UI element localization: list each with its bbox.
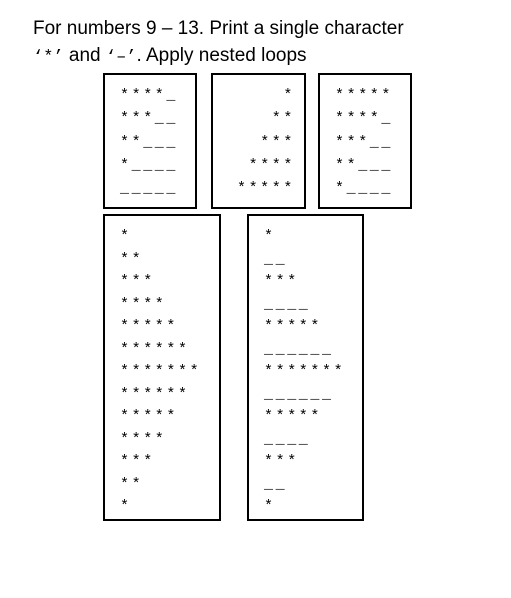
- dash-char: –: [116, 48, 127, 67]
- pattern-box-9: ****_ ***__ **___ *____ _____: [103, 73, 197, 209]
- pattern-12: ****************************************…: [120, 226, 219, 519]
- pattern-box-10: ***************: [211, 73, 306, 209]
- pattern-line: *____: [335, 180, 394, 198]
- pattern-line: ***: [264, 273, 299, 290]
- pattern-line: *****: [264, 408, 323, 425]
- quote-close-2: ’: [126, 48, 137, 67]
- pattern-line: *****: [236, 180, 295, 198]
- pattern-line: ****_: [120, 87, 179, 104]
- pattern-line: ****_: [335, 110, 394, 128]
- pattern-line: ***__: [335, 133, 394, 151]
- pattern-box-11: ***** ****_ ***__ **___ *____: [318, 73, 412, 209]
- pattern-line: ____: [264, 430, 311, 448]
- pattern-11: ***** ****_ ***__ **___ *____: [335, 84, 410, 200]
- pattern-line: ______: [264, 340, 334, 358]
- pattern-line: *: [283, 87, 295, 104]
- pattern-line: ***: [260, 133, 295, 151]
- pattern-line: **: [120, 250, 144, 268]
- pattern-line: ***: [264, 453, 299, 470]
- instructions-lead: For numbers 9 – 13. Print a single chara…: [33, 18, 404, 39]
- pattern-line: **___: [335, 156, 394, 174]
- pattern-box-13: *__***____*****______*******______*****_…: [247, 214, 364, 521]
- pattern-10: ***************: [213, 84, 295, 200]
- pattern-9: ****_ ***__ **___ *____ _____: [120, 84, 195, 200]
- pattern-line: *****: [120, 318, 179, 335]
- quote-open-2: ‘: [105, 48, 117, 67]
- pattern-line: *****: [120, 408, 179, 425]
- quote-close: ’: [53, 48, 64, 67]
- pattern-line: *******: [120, 363, 202, 380]
- pattern-line: *____: [120, 156, 179, 174]
- pattern-line: __: [264, 250, 288, 268]
- pattern-line: ******: [120, 340, 190, 358]
- pattern-line: ****: [248, 156, 295, 174]
- pattern-line: *: [264, 498, 276, 515]
- pattern-line: ______: [264, 385, 334, 403]
- pattern-line: **: [271, 110, 295, 128]
- pattern-line: ****: [120, 295, 167, 313]
- and-word: and: [63, 45, 106, 66]
- pattern-box-12: ****************************************…: [103, 214, 221, 521]
- pattern-line: **___: [120, 133, 179, 151]
- pattern-line: ____: [264, 295, 311, 313]
- star-char: *: [43, 48, 54, 67]
- pattern-line: *******: [264, 363, 346, 380]
- pattern-line: *****: [264, 318, 323, 335]
- pattern-line: ***: [120, 453, 155, 470]
- quote-open: ‘: [33, 48, 44, 67]
- pattern-line: *: [120, 498, 132, 515]
- pattern-line: ***: [120, 273, 155, 290]
- pattern-line: *****: [335, 87, 394, 104]
- pattern-line: __: [264, 475, 288, 493]
- pattern-line: ****: [120, 430, 167, 448]
- pattern-line: **: [120, 475, 144, 493]
- pattern-line: _____: [120, 180, 179, 198]
- pattern-line: *: [120, 228, 132, 245]
- pattern-line: *: [264, 228, 276, 245]
- pattern-13: *__***____*****______*******______*****_…: [264, 226, 362, 519]
- instructions-text: For numbers 9 – 13. Print a single chara…: [33, 15, 473, 71]
- pattern-line: ***__: [120, 110, 179, 128]
- pattern-line: ******: [120, 385, 190, 403]
- instructions-tail: . Apply nested loops: [136, 45, 307, 66]
